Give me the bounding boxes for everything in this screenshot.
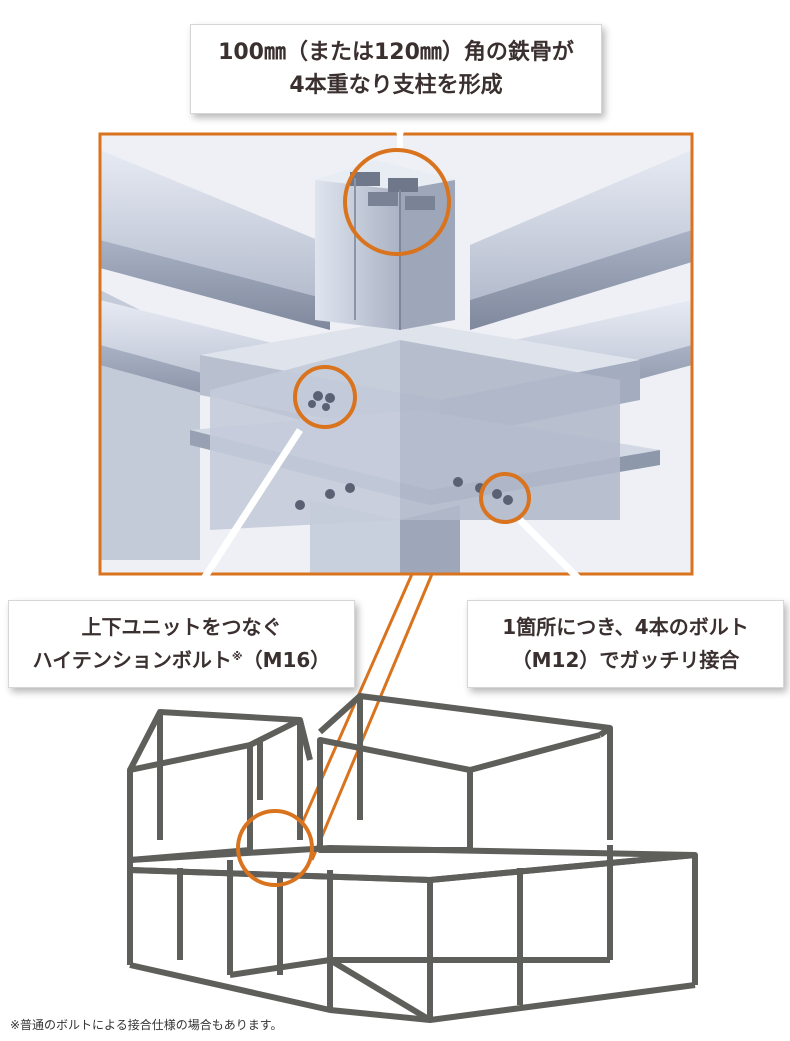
column-callout: 100㎜（または120㎜）角の鉄骨が 4本重なり支柱を形成: [190, 24, 602, 114]
joint-detail-panel: [98, 132, 694, 576]
left-bolt-highlight-circle: [293, 365, 357, 429]
four-bolt-callout-line1: 1箇所につき、4本のボルト: [502, 615, 749, 639]
high-tension-bolt-callout-line2: ハイテンションボルト※（M16）: [9, 644, 354, 677]
column-highlight-circle: [343, 148, 451, 256]
four-bolt-callout-line2: （M12）でガッチリ接合: [511, 648, 740, 672]
footnote-mark: ※: [231, 650, 243, 663]
bolt-group-right: [295, 477, 513, 510]
bolt-group-left: [308, 391, 335, 411]
column-callout-line1: 100㎜（または120㎜）角の鉄骨が: [218, 40, 574, 65]
frame-joint-highlight-circle: [236, 809, 314, 887]
column-callout-line2: 4本重なり支柱を形成: [289, 73, 503, 98]
four-bolt-callout: 1箇所につき、4本のボルト （M12）でガッチリ接合: [467, 600, 784, 688]
high-tension-bolt-size: （M16）: [242, 648, 331, 672]
high-tension-bolt-callout: 上下ユニットをつなぐ ハイテンションボルト※（M16）: [8, 600, 355, 688]
high-tension-bolt-callout-line1: 上下ユニットをつなぐ: [81, 615, 282, 639]
footnote: ※普通のボルトによる接合仕様の場合もあります。: [10, 1018, 283, 1032]
highlight-circles: [293, 148, 531, 524]
high-tension-bolt-name: ハイテンションボルト: [32, 648, 232, 672]
steel-frame-units: [127, 693, 698, 1023]
callout-leaders: [187, 112, 603, 603]
right-bolt-highlight-circle: [479, 472, 531, 524]
